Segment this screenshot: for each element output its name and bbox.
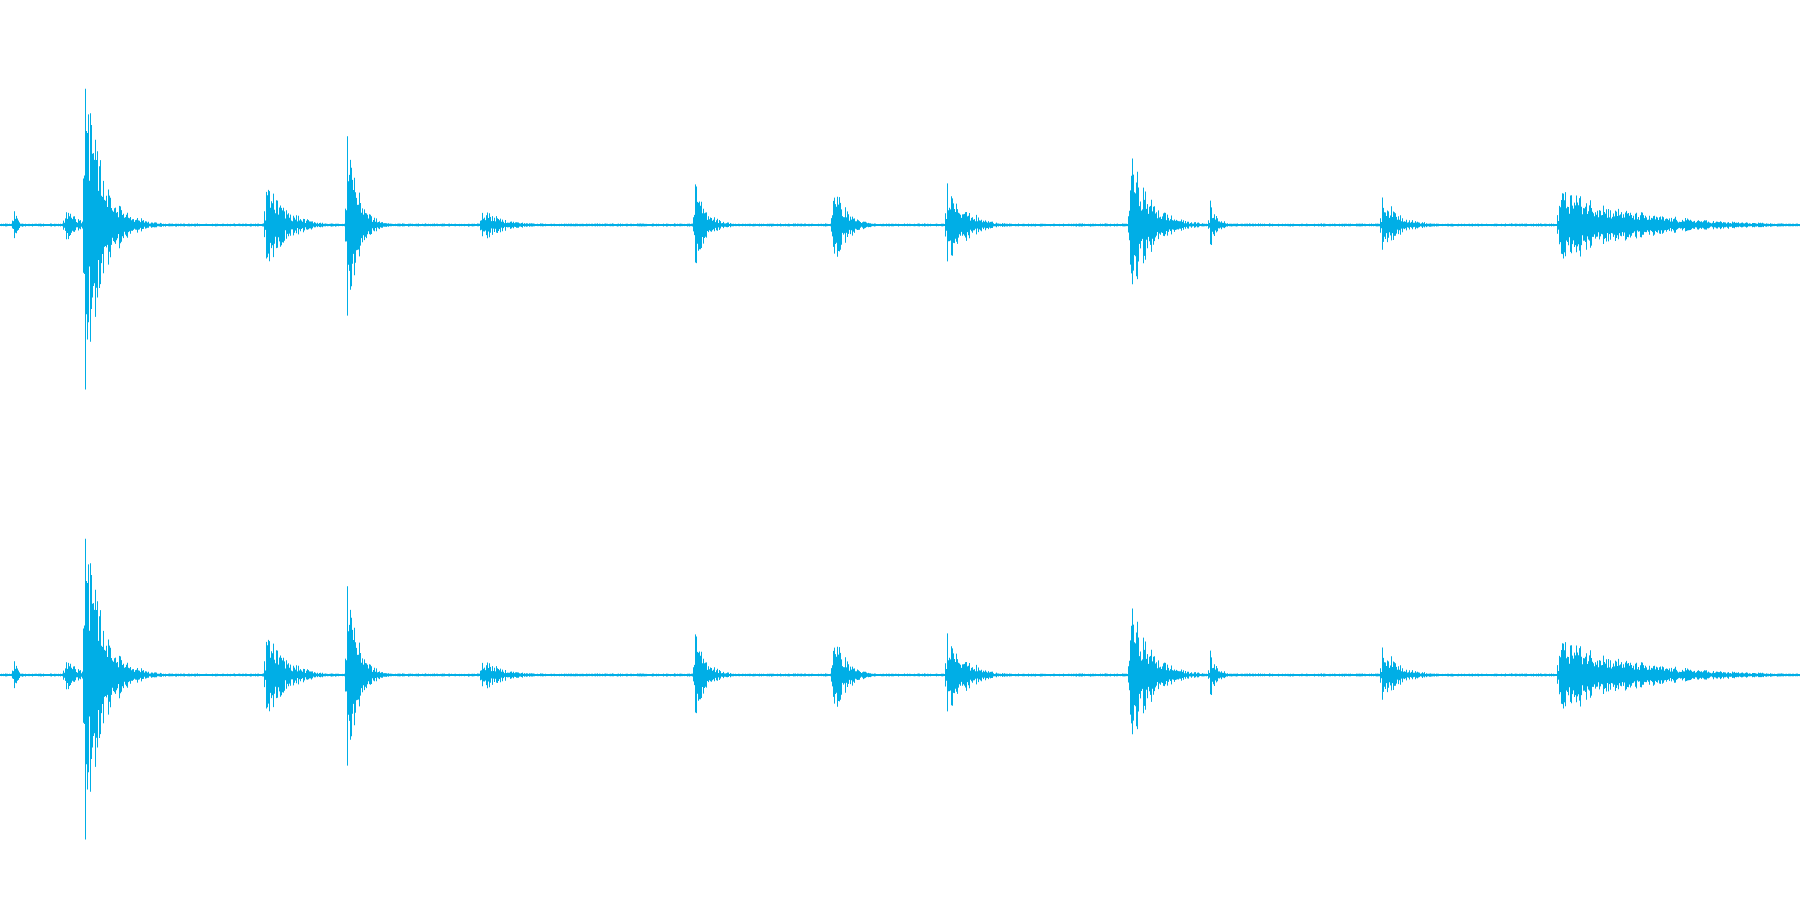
channel-left-waveform[interactable]	[0, 88, 1800, 390]
waveform-samples	[0, 538, 1800, 840]
channel-right-waveform[interactable]	[0, 538, 1800, 840]
waveform-samples	[0, 88, 1800, 390]
